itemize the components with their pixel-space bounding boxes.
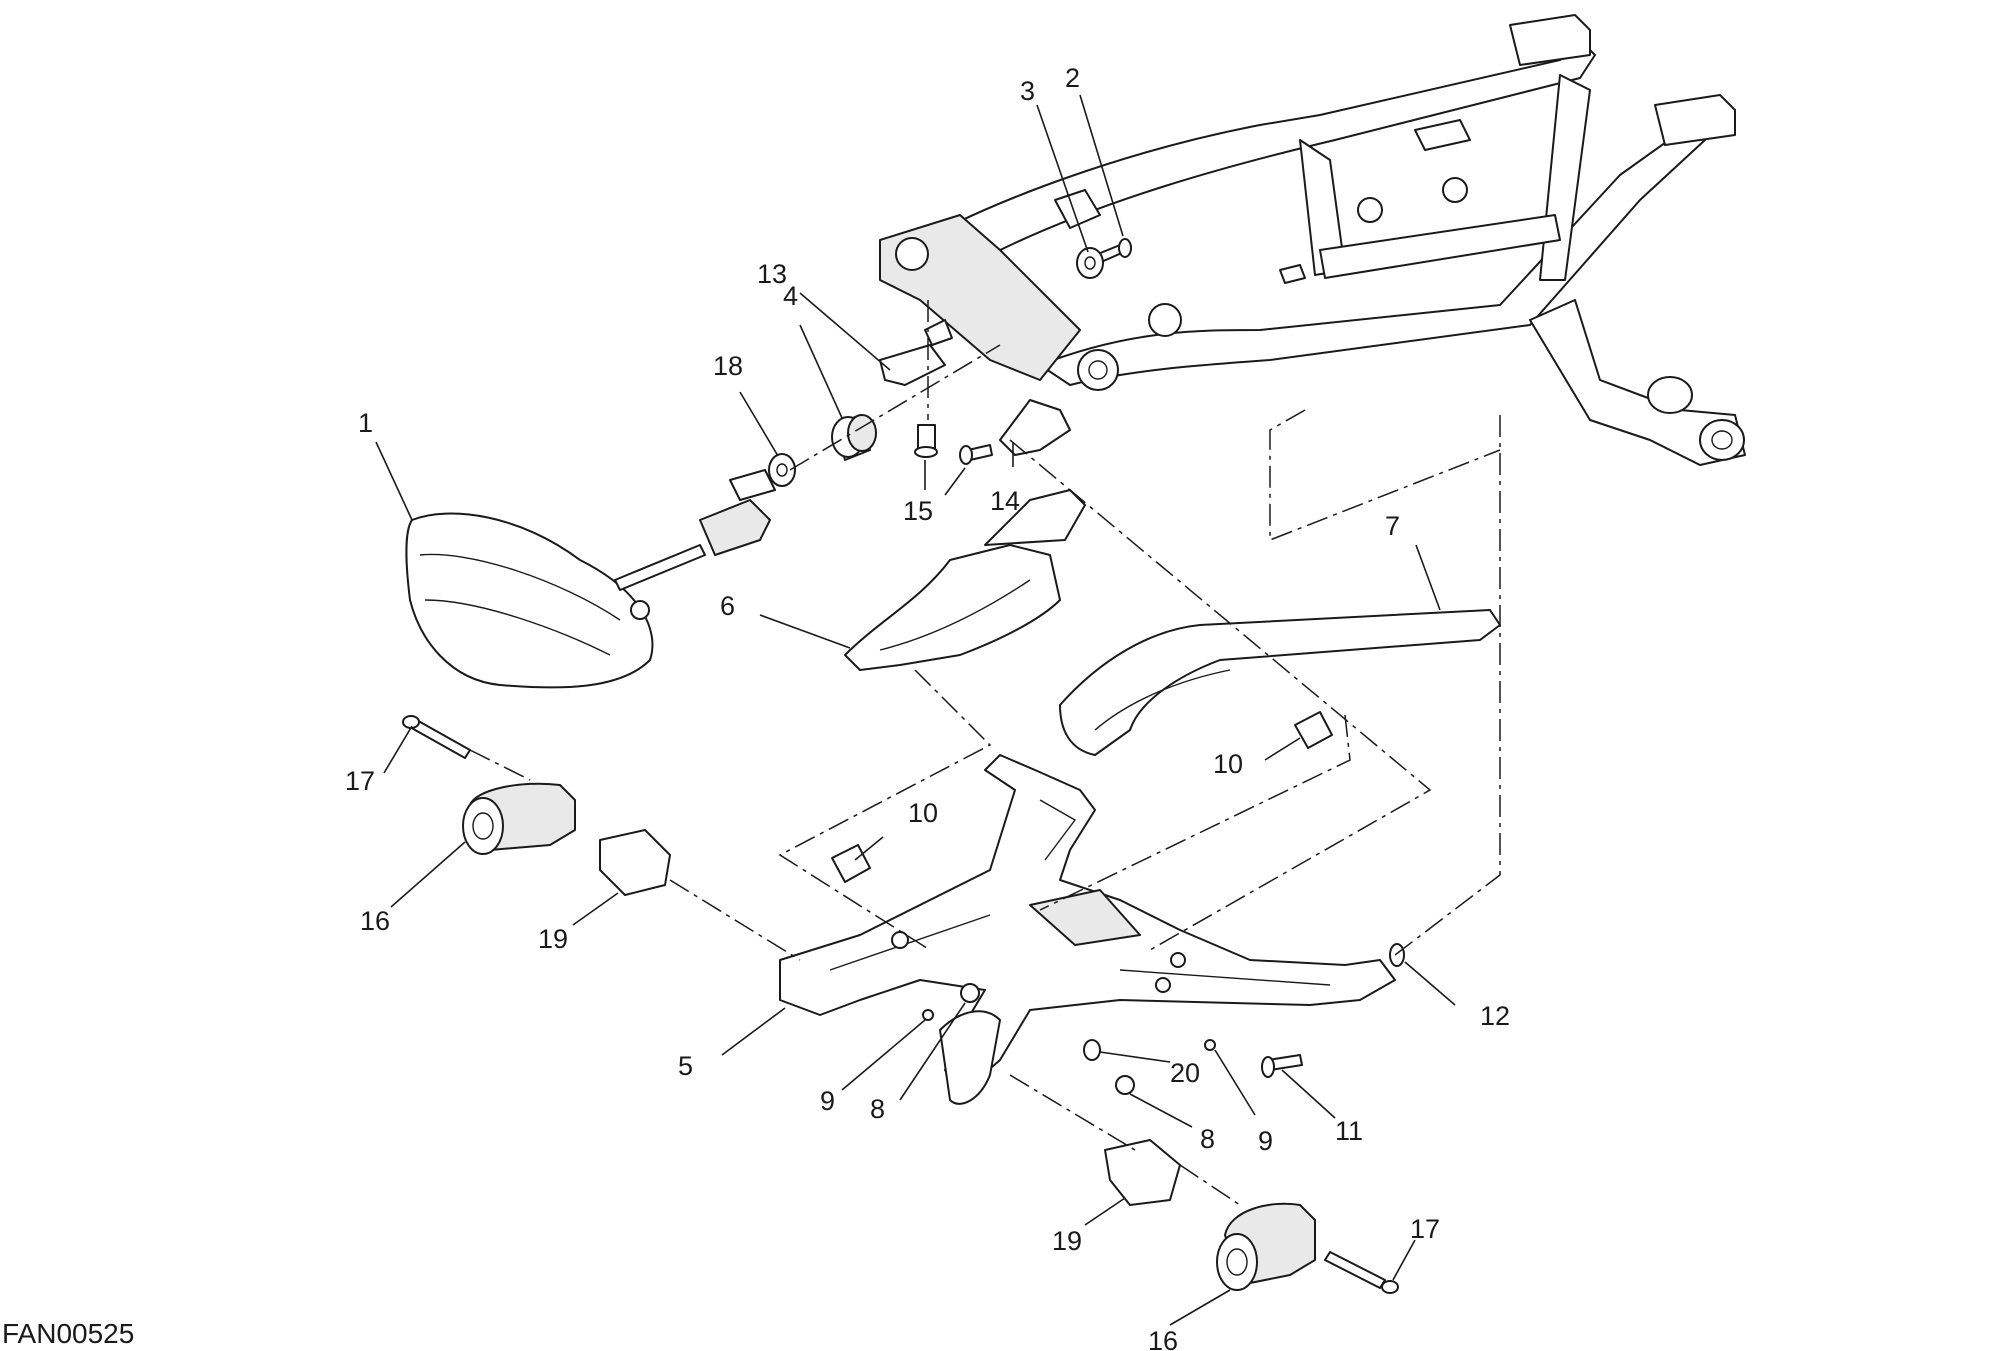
part-5-bracket [779, 754, 1396, 1105]
leader-lines [375, 94, 1456, 1326]
callout-20: 20 [1170, 1058, 1200, 1088]
part-8-screw-left [960, 983, 980, 1003]
callout-17-right: 17 [1410, 1214, 1440, 1244]
rear-subframe [879, 14, 1746, 466]
assembly-lines [469, 300, 1501, 1206]
part-14-bracket [999, 399, 1071, 456]
part-9-nut-right [1204, 1039, 1216, 1051]
callout-labels: 1 2 3 4 5 6 7 8 8 9 9 10 10 11 12 13 14 … [345, 63, 1510, 1351]
callout-6: 6 [720, 591, 735, 621]
part-18-washer [768, 453, 796, 487]
part-20-washer [1083, 1039, 1101, 1061]
part-10-clip-lower [831, 844, 871, 883]
part-16-indicator-left [462, 782, 576, 855]
callout-7: 7 [1385, 511, 1400, 541]
part-1-tail-light [405, 469, 776, 689]
callout-10-upper: 10 [1213, 749, 1243, 779]
part-19-mount-right [1104, 1139, 1181, 1206]
callout-17-left: 17 [345, 766, 375, 796]
callout-16-right: 16 [1148, 1326, 1178, 1351]
callout-14: 14 [990, 486, 1020, 516]
part-17-bolt-left [402, 715, 471, 759]
part-16-indicator-right [1216, 1202, 1316, 1291]
drawing-code: FAN00525 [2, 1318, 134, 1349]
callout-10-lower: 10 [908, 798, 938, 828]
callout-9-right: 9 [1258, 1126, 1273, 1156]
callout-16-left: 16 [360, 906, 390, 936]
part-6-cover [844, 489, 1086, 671]
callout-18: 18 [713, 351, 743, 381]
callout-8-left: 8 [870, 1094, 885, 1124]
part-8-screw-right [1115, 1075, 1135, 1095]
callout-2: 2 [1065, 63, 1080, 93]
part-7-cover [1059, 609, 1501, 756]
callout-8-right: 8 [1200, 1124, 1215, 1154]
part-10-clip-upper [1294, 711, 1333, 749]
callout-13: 13 [757, 259, 787, 289]
callout-5: 5 [678, 1051, 693, 1081]
callout-19-left: 19 [538, 924, 568, 954]
callout-1: 1 [358, 408, 373, 438]
part-17-bolt-right [1324, 1251, 1399, 1294]
callout-15: 15 [903, 496, 933, 526]
part-4-spacer [831, 414, 877, 461]
part-19-mount-left [599, 829, 671, 896]
callout-9-left: 9 [820, 1086, 835, 1116]
part-15-screw [914, 424, 993, 465]
part-9-nut-left [922, 1009, 934, 1021]
callout-4: 4 [783, 281, 798, 311]
part-12-clip [1389, 943, 1405, 967]
part-13-bracket [879, 319, 953, 386]
callout-12: 12 [1480, 1001, 1510, 1031]
callout-11: 11 [1335, 1116, 1363, 1146]
callout-19-right: 19 [1052, 1226, 1082, 1256]
part-3-washer [1076, 247, 1104, 279]
part-11-screw [1261, 1054, 1303, 1078]
callout-3: 3 [1020, 76, 1035, 106]
